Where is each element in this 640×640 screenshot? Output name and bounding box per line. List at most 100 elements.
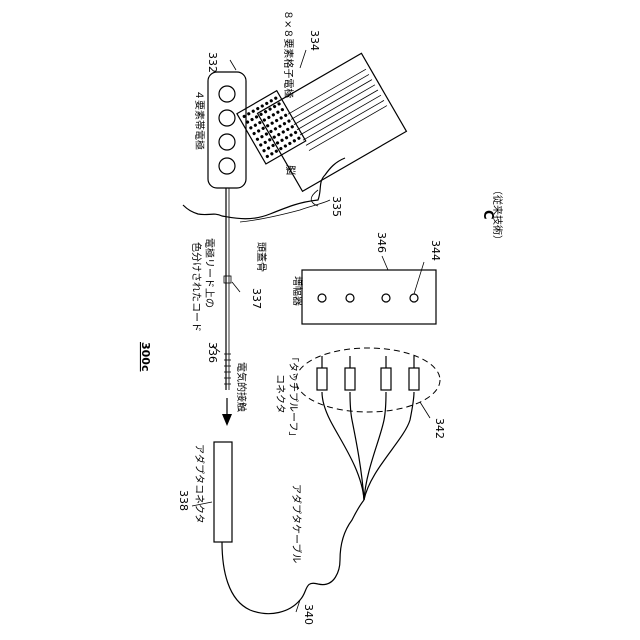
amplifier-box [302, 270, 436, 324]
grid-contact-dot [278, 124, 282, 128]
grid-contact-dot [251, 109, 255, 113]
strip-contact-1 [219, 86, 235, 102]
grid-contact-dot [292, 139, 296, 143]
touchproof-plug-4 [409, 368, 419, 390]
strip-contact-2 [219, 110, 235, 126]
grid-contact-dot [253, 123, 257, 127]
leader-332 [230, 60, 236, 70]
grid-contact-dot [270, 152, 274, 156]
amplifier-jack-1 [318, 294, 326, 302]
touchproof-group-outline [296, 348, 440, 412]
grid-contact-dot [290, 125, 294, 129]
amplifier-jack-2 [346, 294, 354, 302]
grid-contact-dot [255, 137, 259, 141]
grid-contact-dot [249, 126, 253, 130]
colored-code-label-line1: 電極リード上の [203, 238, 216, 308]
leader-346 [382, 256, 388, 270]
grid-contact-dot [286, 127, 290, 131]
electrical-contact-label: 電気的接触 [235, 362, 248, 412]
grid-contact-dot [247, 112, 251, 116]
ref-335: 335 [330, 196, 343, 217]
grid-contact-dot [279, 116, 283, 120]
strip-contact-4 [219, 158, 235, 174]
grid-contact-dot [277, 132, 281, 136]
grid-contact-dot [250, 117, 254, 121]
strip-contact-3 [219, 134, 235, 150]
skull-outline [183, 158, 345, 219]
ref-340: 340 [302, 604, 315, 625]
grid-contact-dot [289, 133, 293, 137]
strip-electrode-body [208, 72, 246, 188]
grid-contact-dot [282, 121, 286, 125]
leader-344 [414, 262, 424, 294]
leader-334 [300, 50, 306, 68]
touchproof-plugs [317, 356, 419, 390]
ref-338: 338 [177, 490, 190, 511]
grid-contact-dot [287, 119, 291, 123]
adapter-connector-label: アダプタコネクタ [193, 444, 206, 524]
grid-contact-dot [280, 107, 284, 111]
grid-contact-dot [271, 113, 275, 117]
grid-contact-dot [281, 130, 285, 134]
brain-folds [288, 69, 387, 150]
adapter-connector-body [214, 442, 232, 542]
grid-contact-dot [267, 115, 271, 119]
amplifier-jack-3 [382, 294, 390, 302]
grid-contact-dot [274, 118, 278, 122]
grid-contact-dot [288, 141, 292, 145]
ref-342: 342 [433, 418, 446, 439]
grid-contact-dot [283, 144, 287, 148]
ref-336: 336 [206, 342, 219, 363]
grid-contact-dot [280, 138, 284, 142]
ref-337: 337 [250, 288, 263, 309]
grid-contact-dot [283, 113, 287, 117]
adapter-cable-label: アダプタケーブル [290, 484, 303, 563]
grid-contact-dot [265, 101, 269, 105]
strip-electrode-label: ４要素帯電極 [193, 90, 206, 150]
grid-contact-dot [265, 154, 269, 158]
grid-contact-dot [276, 110, 280, 114]
grid-contact-dot [270, 121, 274, 125]
grid-contact-dot [256, 106, 260, 110]
leader-342 [420, 402, 430, 418]
color-code-mark [224, 276, 231, 283]
panel-caption: （従来技術） [491, 185, 504, 245]
figure-title: 300c [139, 342, 152, 371]
grid-contact-dot [266, 146, 270, 150]
amplifier-jack-4 [410, 294, 418, 302]
leader-337 [232, 282, 240, 292]
grid-contact-dot [293, 130, 297, 134]
grid-contact-dot [260, 104, 264, 108]
grid-contact-dot [260, 134, 264, 138]
touchproof-label-line2: コネクタ [274, 374, 286, 414]
arrow-head [222, 414, 232, 426]
touchproof-plug-2 [345, 368, 355, 390]
grid-contact-dot [259, 143, 263, 147]
brain-label: 脳 [284, 165, 296, 175]
grid-contact-dot [263, 140, 267, 144]
ref-332: 332 [206, 52, 219, 73]
electrical-contact-marks [224, 354, 231, 384]
leader-335 [311, 190, 318, 206]
grid-contact-dot [284, 136, 288, 140]
amplifier-label: 増幅器 [291, 276, 304, 306]
ref-334: 334 [308, 30, 321, 51]
grid-electrode-group [237, 45, 407, 201]
colored-code-label-line2: 色分けされたコード [190, 242, 203, 332]
grid-contact-dot [274, 96, 278, 100]
grid-contact-dot [297, 136, 301, 140]
ref-344: 344 [429, 240, 442, 261]
grid-contact-dot [273, 127, 277, 131]
grid-electrode-label: ８×８要素格子電極 [282, 10, 295, 98]
grid-contact-dot [262, 149, 266, 153]
grid-contact-dot [269, 99, 273, 103]
grid-contact-dot [252, 131, 256, 135]
touchproof-plug-3 [381, 368, 391, 390]
brain-section-box [258, 53, 407, 191]
grid-contact-dot [256, 129, 260, 133]
touchproof-plug-1 [317, 368, 327, 390]
touchproof-label-line1: 「タッチプルーフ」 [287, 352, 299, 441]
skull-label: 頭蓋骨 [255, 242, 267, 272]
